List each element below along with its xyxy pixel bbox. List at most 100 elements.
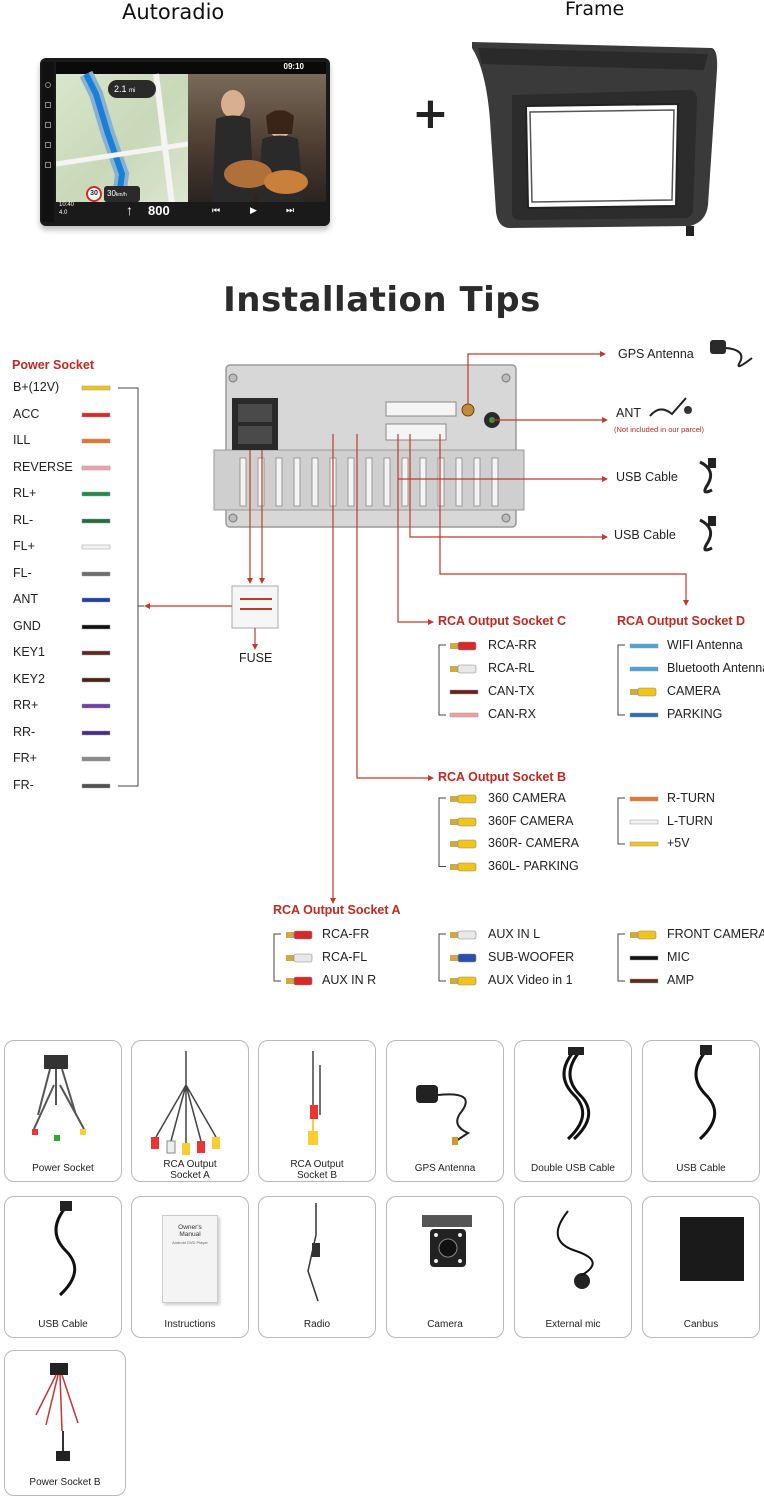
accessory-image: [54, 1201, 77, 1297]
rca-plug-icon: [450, 862, 477, 871]
autoradio-title: Autoradio: [122, 0, 225, 24]
rca-plug-icon: [286, 953, 313, 963]
power-socket-item-label: ILL: [13, 433, 31, 447]
rca-plug-icon: [450, 817, 477, 826]
wire-icon: [81, 597, 111, 603]
wire-icon: [81, 385, 111, 391]
accessory-label: USB Cable: [676, 1163, 726, 1174]
power-socket-item-label: RL-: [13, 512, 34, 527]
wire-icon: [629, 955, 659, 961]
speed-limit-sign: 30: [86, 186, 102, 202]
connection-lines: [118, 351, 689, 904]
accessory-card: Power Socket B: [4, 1350, 126, 1496]
accessory-card: Camera: [386, 1196, 504, 1338]
fuse-label: FUSE: [239, 651, 273, 665]
rca-plug-icon: [450, 839, 477, 849]
wire-icon: [629, 819, 659, 824]
wire-icon: [81, 465, 111, 470]
nav-next-distance: 800: [148, 203, 170, 218]
socket-item-label: RCA-RR: [488, 638, 537, 652]
accessory-card: GPS Antenna: [386, 1040, 504, 1182]
wire-icon: [81, 544, 111, 550]
accessory-image: [35, 1363, 79, 1461]
status-time: 09:10: [283, 62, 304, 71]
accessory-label: RCA Output Socket B: [290, 1159, 344, 1181]
socket-item-label: Bluetooth Antenna: [667, 661, 764, 675]
socket-item-label: SUB-WOOFER: [488, 950, 575, 964]
previous-icon[interactable]: ⏮: [212, 205, 221, 215]
media-controls: ⏮ ▶ ⏭: [188, 202, 326, 220]
socket-item-label: WIFI Antenna: [667, 638, 743, 652]
wire-icon: [629, 666, 659, 672]
dash-frame-illustration: [472, 42, 718, 236]
rca-plug-icon: [450, 664, 477, 674]
socket-item-label: R-TURN: [667, 791, 715, 805]
rca-plug-icon: [450, 641, 477, 651]
power-socket-item-label: FL+: [13, 539, 35, 553]
accessory-label: GPS Antenna: [414, 1163, 476, 1174]
wire-icon: [81, 783, 111, 788]
accessory-image: [556, 1210, 594, 1289]
rca-plug-icon: [630, 930, 657, 940]
manual-title: Owner's Manual: [178, 1224, 202, 1238]
wire-icon: [629, 712, 659, 718]
group-bracket: [617, 797, 625, 845]
wire-icon: [81, 730, 111, 735]
play-icon[interactable]: ▶: [250, 205, 257, 215]
nav-trip: 4.0: [59, 210, 68, 216]
radio-side-bar: [42, 62, 54, 222]
accessory-label: Power Socket B: [29, 1477, 101, 1488]
power-socket-item-label: KEY1: [13, 645, 45, 659]
next-icon[interactable]: ⏭: [286, 205, 295, 215]
accessory-card: RCA Output Socket A: [131, 1040, 249, 1182]
nav-bottom-bar: 10:40 4.0 ↑ 800: [56, 202, 188, 220]
socket-item-label: AUX Video in 1: [488, 973, 573, 987]
radio-screen: 09:10 2.1 mi 30 30km/h 10:40 4.0: [56, 62, 326, 220]
accessory-image: [32, 1055, 86, 1141]
ant-note: (Not included in our parcel): [614, 425, 705, 434]
power-socket-item-label: FR-: [13, 777, 34, 792]
ant-label: ANT: [616, 406, 641, 420]
installation-tips-title: Installation Tips: [223, 280, 541, 320]
autoradio-device: 09:10 2.1 mi 30 30km/h 10:40 4.0: [40, 58, 330, 226]
accessory-label: Canbus: [683, 1319, 719, 1330]
frame-title: Frame: [565, 0, 625, 20]
wire-icon: [81, 756, 111, 762]
wire-icon: [449, 689, 479, 695]
accessory-card: Double USB Cable: [514, 1040, 632, 1182]
accessory-image: [562, 1047, 591, 1141]
manual-subtitle: Android DVD Player: [172, 1240, 208, 1245]
distance-unit: mi: [129, 88, 136, 94]
rca-plug-icon: [450, 976, 477, 986]
accessory-card: RCA Output Socket B: [258, 1040, 376, 1182]
wire-icon: [629, 643, 659, 649]
wire-icon: [629, 841, 659, 847]
group-bracket: [273, 933, 281, 982]
power-socket-item-label: RR+: [13, 698, 39, 712]
power-socket-item-label: FL-: [13, 565, 32, 580]
power-socket-item-label: ACC: [13, 406, 40, 421]
power-socket-item-label: B+(12V): [13, 380, 60, 394]
wire-icon: [629, 978, 659, 984]
wire-icon: [81, 491, 111, 497]
wire-icon: [81, 571, 111, 576]
accessory-image: [308, 1051, 321, 1145]
accessory-label: Double USB Cable: [531, 1163, 615, 1174]
wire-icon: [81, 650, 111, 656]
socket-item-label: RCA-RL: [488, 661, 535, 675]
rca-plug-icon: [286, 976, 313, 986]
accessory-card: Radio: [258, 1196, 376, 1338]
accessory-card: External mic: [514, 1196, 632, 1338]
wire-icon: [81, 703, 111, 709]
accessory-image: [422, 1215, 472, 1267]
distance-chip: 2.1 mi: [108, 80, 156, 98]
accessory-label: USB Cable: [38, 1319, 88, 1330]
accessory-label: Power Socket: [32, 1163, 94, 1174]
socket-item-label: AMP: [667, 973, 695, 987]
power-socket-item-label: ANT: [13, 592, 38, 606]
socket-item-label: PARKING: [667, 707, 723, 721]
accessory-card: Power Socket: [4, 1040, 122, 1182]
group-bracket: [438, 933, 446, 982]
accessory-image: [307, 1203, 320, 1302]
usb-cable-label-2: USB Cable: [614, 528, 676, 542]
